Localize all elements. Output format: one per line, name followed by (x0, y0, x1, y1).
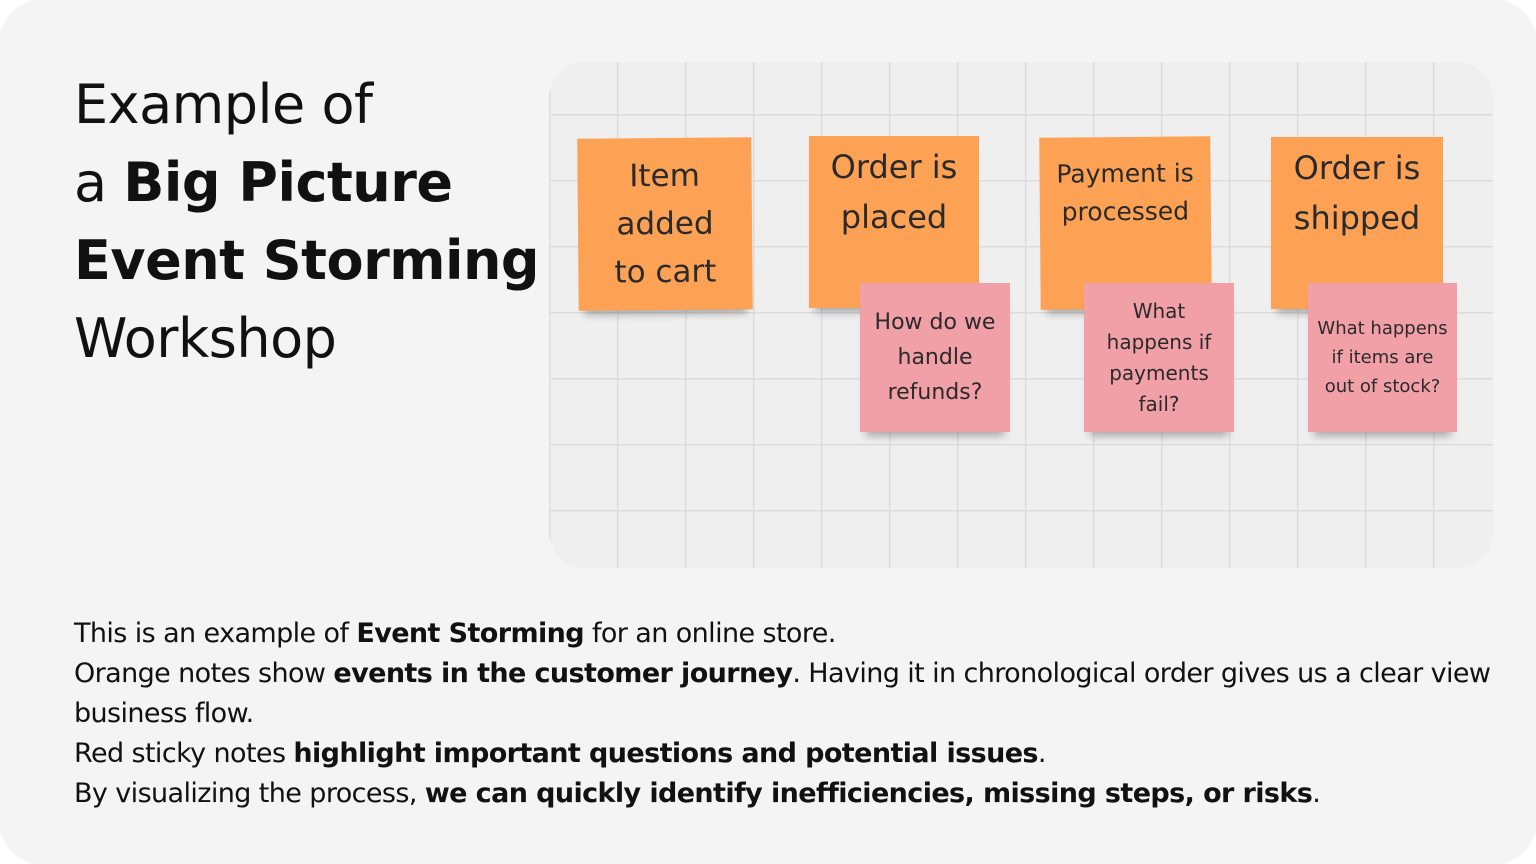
event-note-text: Item added to cart (614, 157, 717, 291)
description-text: Red sticky notes (74, 738, 294, 769)
description: This is an example of Event Storming for… (74, 614, 1504, 814)
description-line-1: This is an example of Event Storming for… (74, 614, 1504, 654)
title-line-4: Workshop (74, 307, 337, 370)
title-line-2: a Big Picture (74, 144, 539, 222)
description-text: . Having it in chronological order gives… (74, 658, 1491, 729)
question-note-refunds: How do we handle refunds? (860, 283, 1010, 432)
event-note-text: Order is placed (830, 148, 958, 236)
page-title: Example of a Big Picture Event Storming … (74, 66, 540, 378)
description-line-3: Red sticky notes highlight important que… (74, 734, 1504, 774)
title-line-3-bold: Event Storming (74, 229, 540, 292)
description-bold: highlight important questions and potent… (293, 738, 1038, 769)
description-bold: we can quickly identify inefficiencies, … (424, 778, 1313, 809)
event-note-order-placed: Order is placed (809, 136, 979, 308)
description-bold: events in the customer journey (333, 658, 793, 689)
event-note-text: Order is shipped (1293, 149, 1421, 237)
description-text: This is an example of (74, 618, 357, 649)
question-note-text: What happens if items are out of stock? (1317, 318, 1448, 397)
question-note-payments-fail: What happens if payments fail? (1084, 283, 1234, 432)
title-line-2-bold: Big Picture (123, 151, 453, 214)
description-text: for an online store. (584, 618, 836, 649)
title-line-1: Example of (74, 73, 373, 136)
event-note-order-shipped: Order is shipped (1271, 137, 1443, 309)
title-line-3: Event Storming (74, 222, 540, 300)
description-text: By visualizing the process, (74, 778, 425, 809)
description-text: . (1312, 778, 1321, 809)
description-bold: Event Storming (356, 618, 584, 649)
description-line-4: By visualizing the process, we can quick… (74, 774, 1504, 814)
description-text: . (1037, 738, 1047, 769)
question-note-text: How do we handle refunds? (874, 310, 996, 405)
event-note-text: Payment is processed (1056, 158, 1194, 227)
description-text: Orange notes show (74, 658, 334, 689)
question-note-text: What happens if payments fail? (1106, 298, 1212, 416)
title-line-2-prefix: a (74, 151, 124, 214)
event-note-item-added: Item added to cart (577, 137, 753, 311)
description-line-2: Orange notes show events in the customer… (74, 654, 1504, 734)
question-note-out-of-stock: What happens if items are out of stock? (1308, 283, 1457, 432)
